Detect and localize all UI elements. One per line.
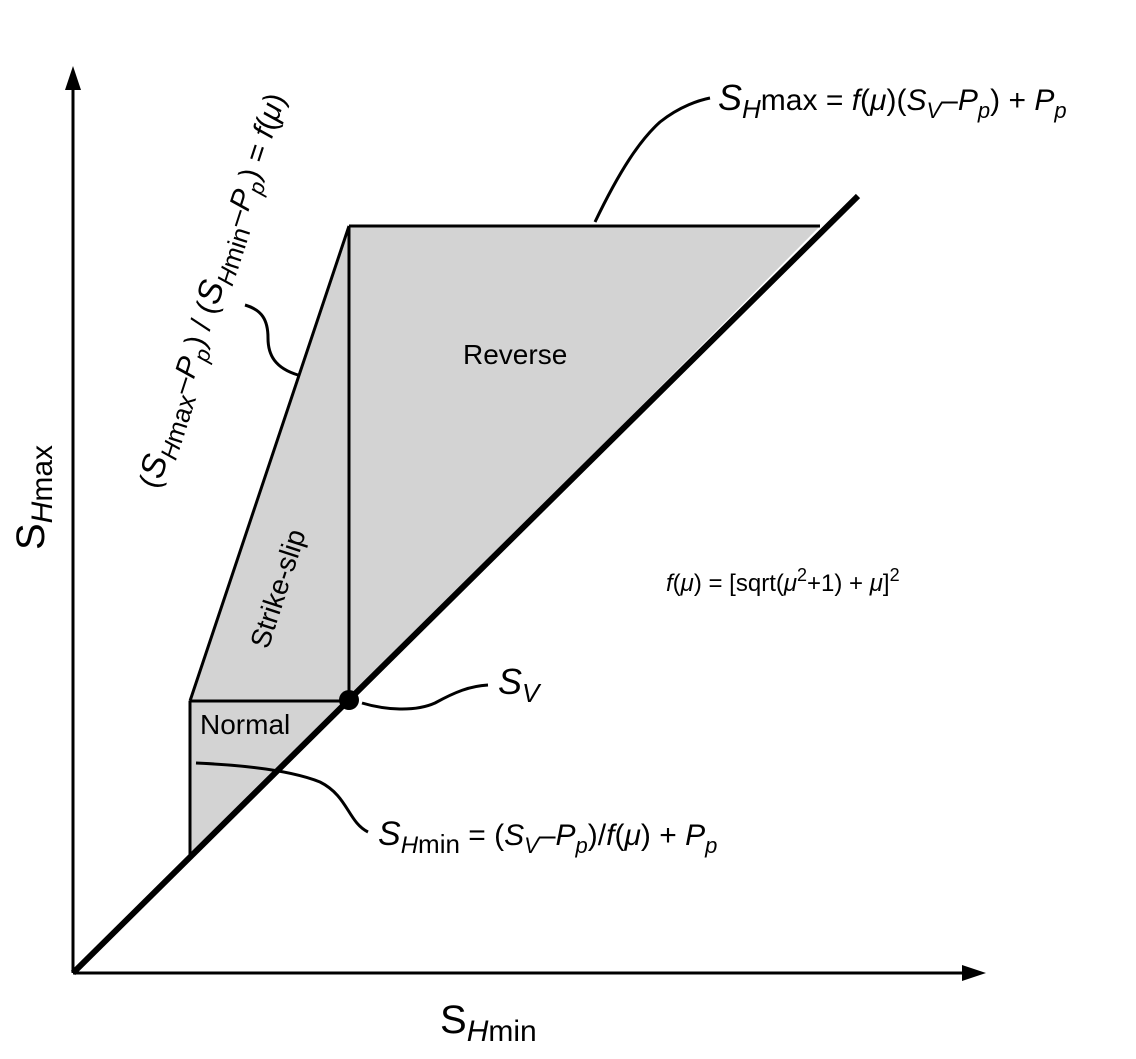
shmin-equation: SHmin = (SV–Pp)/f(μ) + Pp xyxy=(378,815,717,859)
region-label-normal: Normal xyxy=(200,709,290,740)
polygon-boundaries xyxy=(188,224,820,858)
ratio-leader xyxy=(244,303,299,377)
shmin-leader xyxy=(195,761,369,834)
x-axis-label: SHmin xyxy=(440,998,537,1048)
axes xyxy=(71,84,968,975)
region-label-reverse: Reverse xyxy=(463,339,567,370)
shmax-equation: SHmax = f(μ)(SV–Pp) + Pp xyxy=(718,77,1067,124)
strike-slip-reverse-fill xyxy=(190,226,820,701)
sv-leader xyxy=(361,683,489,711)
ratio-equation: (SHmax–Pp) / (SHmin–Pp) = f(μ) xyxy=(129,88,298,494)
y-axis-arrowhead xyxy=(65,66,81,90)
ratio-limit-line xyxy=(188,225,351,702)
f-mu-definition: f(μ) = [sqrt(μ2+1) + μ]2 xyxy=(666,565,900,597)
shmax-leader xyxy=(593,96,711,223)
sv-label: SV xyxy=(498,661,542,708)
sv-point xyxy=(339,690,359,710)
leader-lines xyxy=(195,96,711,834)
equal-stress-diagonal xyxy=(70,193,861,976)
x-axis-arrowhead xyxy=(962,965,986,981)
y-axis-label: SHmax xyxy=(9,445,59,550)
